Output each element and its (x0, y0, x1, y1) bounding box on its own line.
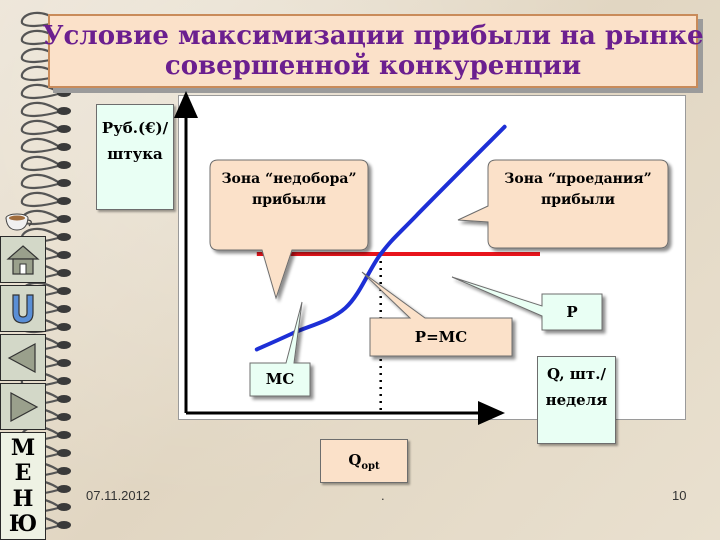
mc-curve (254, 124, 507, 352)
callout-overspend-line2: прибыли (541, 192, 615, 208)
spiral-hole (57, 395, 71, 403)
qopt-label-sub: opt (361, 461, 380, 472)
return-icon (12, 293, 34, 324)
spiral-ring (20, 11, 59, 28)
spiral-hole (57, 341, 71, 349)
spiral-hole (57, 233, 71, 241)
footer-center: . (381, 488, 385, 503)
spiral-hole (57, 107, 71, 115)
prev-slide-button[interactable] (0, 334, 46, 381)
callout-pmc (361, 271, 513, 357)
x-axis-label-line1: Q, шт./ (547, 365, 606, 383)
spiral-hole (57, 143, 71, 151)
callout-p (451, 276, 603, 331)
spiral-hole (57, 359, 71, 367)
spiral-hole (57, 251, 71, 259)
spiral-ring (20, 29, 59, 46)
spiral-ring (20, 191, 59, 208)
spiral-ring (20, 173, 59, 190)
footer-date: 07.11.2012 (86, 488, 151, 503)
spiral-hole (57, 467, 71, 475)
spiral-hole (57, 503, 71, 511)
spiral-hole (57, 197, 71, 205)
callout-underprofit (209, 159, 369, 300)
menu-letter: Н (12, 485, 34, 512)
menu-letter: Е (14, 460, 32, 487)
y-axis-label-box: Руб.(€)/ штука (96, 104, 174, 210)
x-axis-label-line2: неделя (545, 391, 608, 409)
spiral-hole (57, 377, 71, 385)
spiral-ring (20, 101, 59, 118)
callout-underprofit-line1: Зона “недобора” (221, 171, 356, 187)
qopt-label-box: Qopt (320, 439, 408, 483)
spiral-ring (20, 47, 59, 64)
spiral-ring (20, 137, 59, 154)
spiral-hole (57, 215, 71, 223)
title-line-2: совершенной конкуренции (164, 51, 582, 81)
spiral-hole (57, 287, 71, 295)
y-axis-label-line2: штука (107, 145, 163, 163)
spiral-hole (57, 305, 71, 313)
title-box: Условие максимизации прибыли на рынке со… (42, 14, 704, 88)
home-button[interactable] (0, 236, 46, 283)
prev-triangle-icon (7, 342, 36, 373)
spiral-ring (20, 119, 59, 136)
callout-overspend-line1: Зона “проедания” (504, 171, 651, 187)
spiral-hole (57, 125, 71, 133)
spiral-ring (20, 155, 59, 172)
return-button[interactable] (0, 285, 46, 332)
home-icon (6, 244, 40, 275)
page-number: 10 (672, 488, 687, 503)
spiral-hole (57, 413, 71, 421)
callout-overspend (457, 159, 669, 249)
spiral-hole (57, 269, 71, 277)
spiral-hole (57, 485, 71, 493)
x-axis-label-box: Q, шт./ неделя (537, 356, 616, 444)
spiral-ring (20, 65, 59, 82)
cup-icon (5, 213, 32, 231)
menu-letter: Ю (8, 511, 38, 538)
p-label: P (566, 303, 577, 321)
spiral-ring (20, 83, 59, 100)
callout-mc (249, 301, 311, 397)
menu-letter: М (10, 434, 36, 461)
spiral-hole (57, 521, 71, 529)
spiral-hole (57, 449, 71, 457)
mc-label: MC (266, 370, 295, 388)
next-slide-button[interactable] (0, 383, 46, 430)
spiral-hole (57, 431, 71, 439)
spiral-hole (57, 179, 71, 187)
spiral-hole (57, 323, 71, 331)
navigation-panel: М Е Н Ю (0, 236, 46, 540)
callout-underprofit-line2: прибыли (252, 192, 326, 208)
next-triangle-icon (10, 391, 39, 422)
spiral-hole (57, 89, 71, 97)
pmc-label: P=MC (415, 328, 467, 346)
spiral-hole (57, 161, 71, 169)
title-line-1: Условие максимизации прибыли на рынке (42, 21, 704, 51)
y-axis-label-line1: Руб.(€)/ (101, 119, 169, 137)
menu-button[interactable]: М Е Н Ю (0, 432, 46, 540)
qopt-label-main: Q (348, 451, 362, 469)
